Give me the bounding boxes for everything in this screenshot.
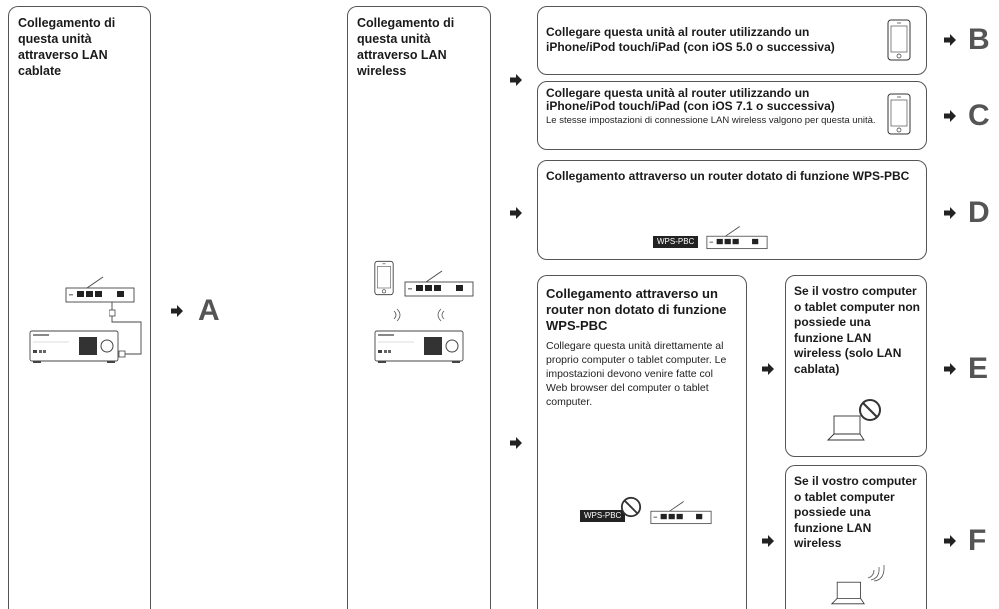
arrow-to-D-icon — [509, 206, 523, 220]
lan-cable-icon — [109, 302, 142, 358]
router-icon — [404, 270, 474, 298]
arrow-to-A-icon — [170, 304, 184, 318]
target-letter-C: C — [968, 99, 990, 132]
wired-lan-panel: Collegamento di questa unità attraverso … — [8, 6, 151, 609]
wps-pbc-label: WPS-PBC — [580, 510, 626, 522]
phone-icon — [374, 260, 394, 296]
target-letter-D: D — [968, 196, 990, 229]
wireless-lan-title: Collegamento di questa unità attraverso … — [357, 16, 455, 78]
arrow-to-D-letter-icon — [943, 206, 957, 220]
wps-router-title: Collegamento attraverso un router dotato… — [546, 169, 910, 183]
wired-only-computer-title: Se il vostro computer o tablet computer … — [794, 284, 920, 376]
arrow-to-F-icon — [943, 534, 957, 548]
no-sign-icon — [858, 398, 882, 422]
ios5-panel: Collegare questa unità al router utilizz… — [537, 6, 927, 75]
arrow-to-E-icon — [943, 362, 957, 376]
wps-pbc-label: WPS-PBC — [653, 236, 699, 248]
arrow-to-E-panel-icon — [761, 362, 775, 376]
target-letter-A: A — [198, 294, 220, 327]
no-wps-body: Collegare questa unità direttamente al p… — [546, 340, 727, 408]
wps-router-panel: Collegamento attraverso un router dotato… — [537, 160, 927, 260]
router-icon — [650, 500, 712, 526]
iphone-icon — [887, 14, 911, 66]
target-letter-F: F — [968, 524, 987, 557]
wifi-signal-icon — [867, 564, 885, 582]
ios7-panel: Collegare questa unità al router utilizz… — [537, 81, 927, 150]
wired-lan-title: Collegamento di questa unità attraverso … — [18, 16, 116, 78]
laptop-icon — [830, 580, 866, 606]
ios7-title: Collegare questa unità al router utilizz… — [546, 86, 835, 113]
router-icon — [65, 276, 135, 304]
audio-receiver-icon — [29, 330, 119, 364]
wireless-waves-icon — [393, 308, 445, 322]
wireless-computer-panel: Se il vostro computer o tablet computer … — [785, 465, 927, 609]
audio-receiver-icon — [374, 330, 464, 364]
arrow-to-B-C-icon — [509, 73, 523, 87]
ios5-title: Collegare questa unità al router utilizz… — [546, 25, 835, 54]
no-wps-title: Collegamento attraverso un router non do… — [546, 286, 727, 333]
target-letter-E: E — [968, 352, 989, 385]
arrow-to-B-icon — [943, 33, 957, 47]
wireless-lan-panel: Collegamento di questa unità attraverso … — [347, 6, 491, 609]
arrow-to-C-icon — [943, 109, 957, 123]
wireless-computer-title: Se il vostro computer o tablet computer … — [794, 474, 917, 550]
no-wps-panel: Collegamento attraverso un router non do… — [537, 275, 747, 609]
target-letter-B: B — [968, 23, 990, 56]
ios7-body: Le stesse impostazioni di connessione LA… — [546, 115, 876, 126]
arrow-to-F-panel-icon — [761, 534, 775, 548]
arrow-to-no-wps-icon — [509, 436, 523, 450]
no-sign-icon — [620, 496, 642, 518]
router-icon — [706, 225, 768, 251]
wired-only-computer-panel: Se il vostro computer o tablet computer … — [785, 275, 927, 457]
iphone-icon — [887, 88, 911, 140]
